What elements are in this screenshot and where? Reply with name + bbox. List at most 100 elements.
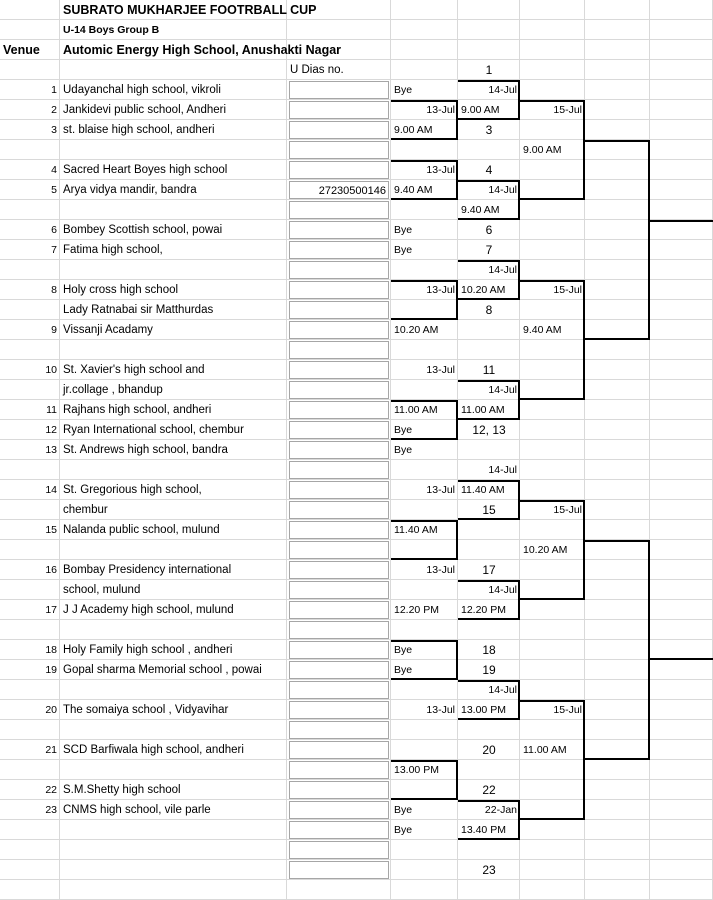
udias-input-box[interactable]: [289, 581, 389, 599]
r2-box-bottom: [458, 838, 520, 840]
team-name: J J Academy high school, mulund: [63, 604, 234, 616]
grid-cell: [60, 700, 287, 720]
udias-input-box[interactable]: [289, 701, 389, 719]
udias-input-box[interactable]: [289, 561, 389, 579]
grid-cell: [650, 120, 713, 140]
udias-input-box-filled[interactable]: 27230500146: [289, 181, 389, 199]
udias-input-box[interactable]: [289, 601, 389, 619]
grid-cell: [520, 240, 585, 260]
udias-input-box[interactable]: [289, 861, 389, 879]
udias-input-box[interactable]: [289, 121, 389, 139]
udias-input-box[interactable]: [289, 281, 389, 299]
udias-input-box[interactable]: [289, 821, 389, 839]
r1-box-right: [456, 520, 458, 560]
udias-input-box[interactable]: [289, 321, 389, 339]
grid-cell: [650, 880, 713, 900]
team-name: The somaiya school , Vidyavihar: [63, 704, 229, 716]
grid-cell: [650, 40, 713, 60]
grid-cell: [650, 580, 713, 600]
grid-cell: [458, 240, 520, 260]
round1-cell: 13-Jul: [426, 284, 455, 296]
grid-cell: [287, 620, 391, 640]
udias-input-box[interactable]: [289, 381, 389, 399]
grid-cell: [650, 340, 713, 360]
udias-input-box[interactable]: [289, 361, 389, 379]
final-box-bottom: [650, 658, 713, 660]
udias-input-box[interactable]: [289, 741, 389, 759]
udias-input-box[interactable]: [289, 621, 389, 639]
udias-input-box[interactable]: [289, 441, 389, 459]
team-number: 9: [51, 324, 57, 336]
team-number: 18: [45, 644, 57, 656]
grid-cell: [60, 340, 287, 360]
grid-cell: [60, 740, 287, 760]
grid-cell: [391, 700, 458, 720]
round2-cell: 12, 13: [472, 423, 506, 437]
udias-input-box[interactable]: [289, 161, 389, 179]
grid-cell: [60, 20, 287, 40]
udias-input-box[interactable]: [289, 301, 389, 319]
grid-cell: [585, 680, 650, 700]
udias-input-box[interactable]: [289, 801, 389, 819]
udias-input-box[interactable]: [289, 781, 389, 799]
team-number: 1: [51, 84, 57, 96]
udias-input-box[interactable]: [289, 841, 389, 859]
r2-box-top: [458, 800, 520, 802]
udias-input-box[interactable]: [289, 721, 389, 739]
grid-cell: [458, 760, 520, 780]
udias-input-box[interactable]: [289, 401, 389, 419]
grid-cell: [287, 700, 391, 720]
udias-input-box[interactable]: [289, 221, 389, 239]
grid-cell: [60, 240, 287, 260]
grid-cell: [287, 160, 391, 180]
grid-cell: [391, 200, 458, 220]
udias-input-box[interactable]: [289, 501, 389, 519]
grid-cell: [520, 180, 585, 200]
udias-input-box[interactable]: [289, 241, 389, 259]
udias-input-box[interactable]: [289, 541, 389, 559]
grid-cell: [650, 560, 713, 580]
grid-cell: [458, 360, 520, 380]
udias-input-box[interactable]: [289, 421, 389, 439]
grid-cell: [650, 780, 713, 800]
team-name: Rajhans high school, andheri: [63, 404, 212, 416]
grid-cell: [520, 640, 585, 660]
udias-input-box[interactable]: [289, 761, 389, 779]
grid-cell: [520, 220, 585, 240]
udias-input-box[interactable]: [289, 521, 389, 539]
grid-cell: [520, 200, 585, 220]
round2-cell: 11.40 AM: [461, 484, 505, 496]
r3-box-right: [583, 700, 585, 820]
grid-cell: [287, 740, 391, 760]
udias-input-box[interactable]: [289, 201, 389, 219]
udias-input-box[interactable]: [289, 661, 389, 679]
grid-cell: [0, 420, 60, 440]
udias-input-box[interactable]: [289, 481, 389, 499]
grid-cell: [585, 0, 650, 20]
grid-cell: [585, 660, 650, 680]
round1-cell: 13-Jul: [426, 564, 455, 576]
grid-cell: [520, 880, 585, 900]
grid-cell: [585, 400, 650, 420]
udias-input-box[interactable]: [289, 141, 389, 159]
udias-input-box[interactable]: [289, 681, 389, 699]
grid-cell: [650, 540, 713, 560]
grid-cell: [650, 640, 713, 660]
udias-input-box[interactable]: [289, 341, 389, 359]
grid-cell: [650, 600, 713, 620]
grid-cell: [391, 860, 458, 880]
udias-input-box[interactable]: [289, 101, 389, 119]
grid-cell: [520, 780, 585, 800]
team-name: Vissanji Acadamy: [63, 324, 153, 336]
udias-input-box[interactable]: [289, 81, 389, 99]
round3-cell: 15-Jul: [553, 284, 582, 296]
udias-input-box[interactable]: [289, 461, 389, 479]
team-name: Fatima high school,: [63, 244, 163, 256]
grid-cell: [60, 640, 287, 660]
round2-cell: 22-Jan: [484, 804, 517, 816]
grid-cell: [650, 160, 713, 180]
team-name: Holy cross high school: [63, 284, 179, 296]
udias-input-box[interactable]: [289, 261, 389, 279]
udias-input-box[interactable]: [289, 641, 389, 659]
team-number: 5: [51, 184, 57, 196]
